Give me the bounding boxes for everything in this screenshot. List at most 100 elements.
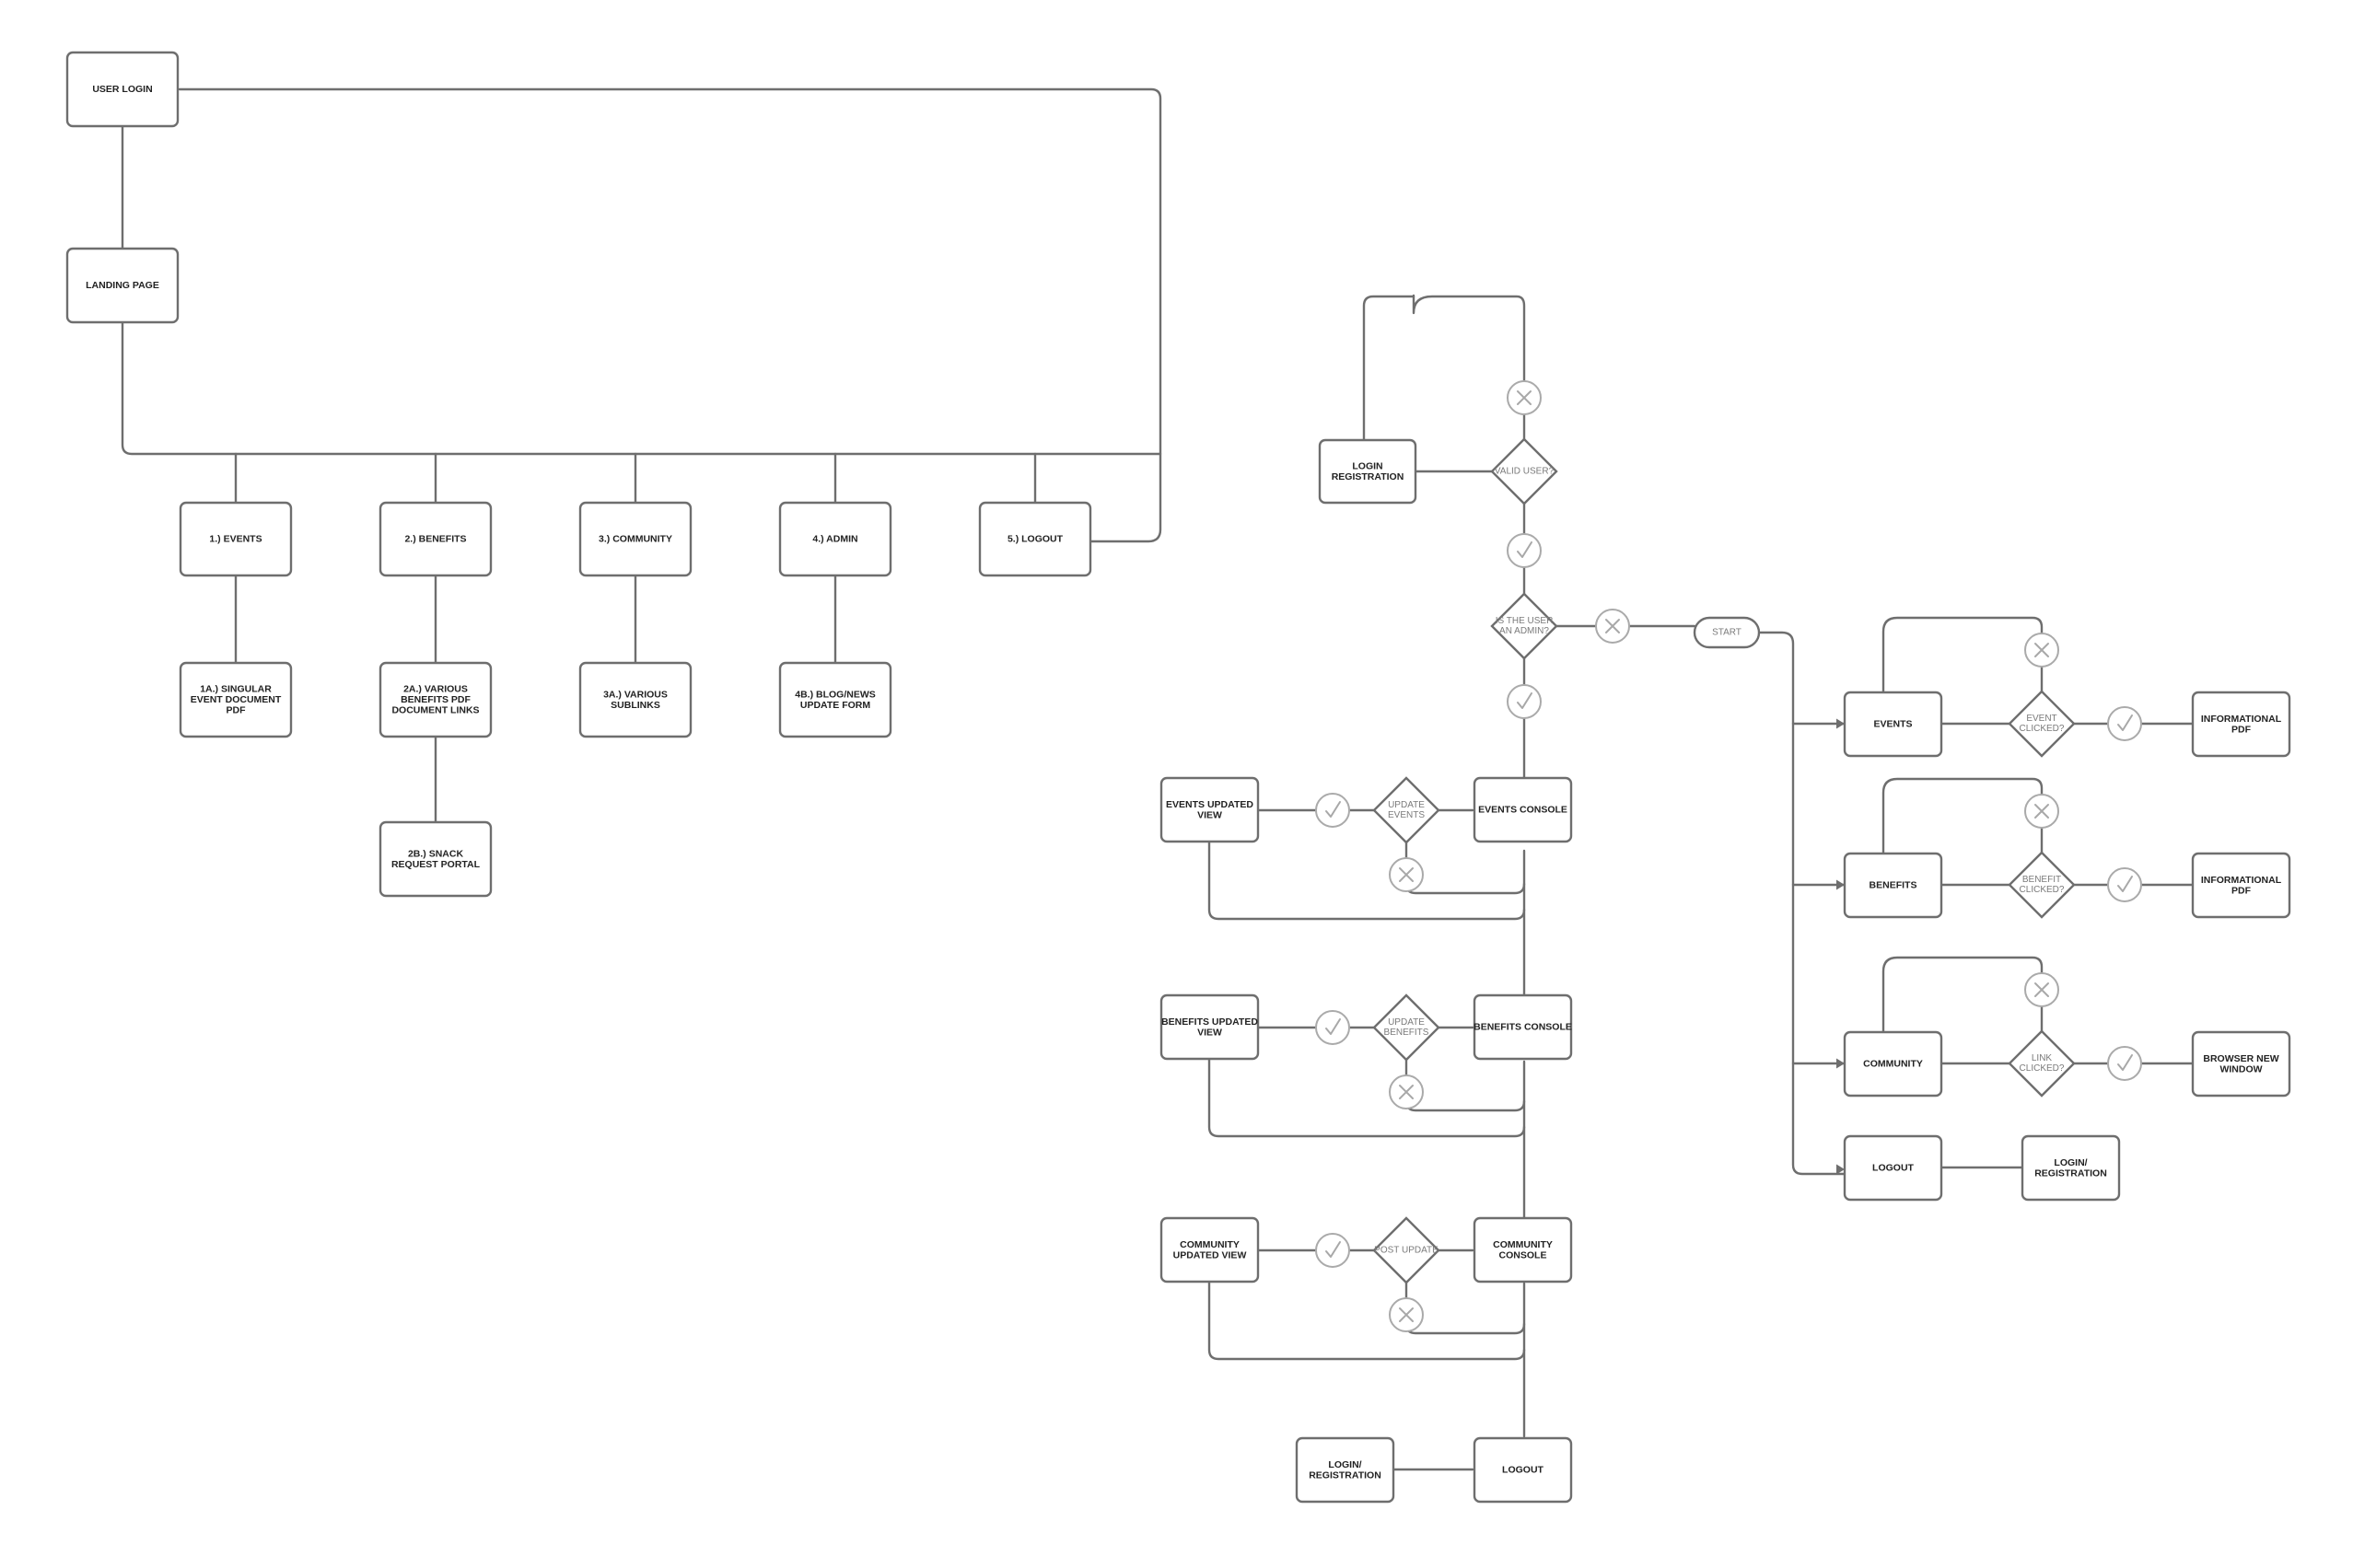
node-label: 1.) EVENTS bbox=[209, 534, 262, 545]
not-clicked-loop-line bbox=[1881, 616, 2044, 694]
node-label: IS THE USER bbox=[1496, 616, 1554, 626]
node-label: DOCUMENT LINKS bbox=[391, 705, 479, 716]
benefit-clicked-decision-shape bbox=[2008, 851, 2076, 919]
node-label: COMMUNITY bbox=[1863, 1059, 1923, 1070]
no-update-loop-line bbox=[1404, 1281, 1526, 1335]
start-terminal: START bbox=[1693, 616, 1761, 649]
node-label: VIEW bbox=[1197, 1027, 1222, 1038]
node-label: BROWSER NEW bbox=[2203, 1053, 2278, 1064]
node-label: CLICKED? bbox=[2020, 724, 2065, 734]
node-label: 3A.) VARIOUS bbox=[603, 689, 668, 700]
node-label: EVENTS bbox=[1873, 719, 1912, 730]
start-terminal-shape bbox=[1693, 616, 1761, 649]
branch-arrowhead bbox=[1836, 1164, 1845, 1175]
no-update-loop-line bbox=[1404, 1058, 1526, 1112]
node-label: LINK bbox=[2032, 1053, 2053, 1063]
node-label: LANDING PAGE bbox=[86, 280, 159, 291]
node-label: EVENTS CONSOLE bbox=[1478, 805, 1567, 816]
node-label: UPDATED VIEW bbox=[1173, 1249, 1247, 1260]
node-label: 2.) BENEFITS bbox=[404, 534, 466, 545]
node-label: BENEFITS UPDATED bbox=[1161, 1016, 1258, 1028]
events-pdf-box-shape bbox=[2191, 691, 2291, 758]
admin-login-registration-box-shape bbox=[1295, 1436, 1395, 1504]
admin-logout-box: LOGOUT bbox=[1473, 1436, 1573, 1504]
login-registration-box-shape bbox=[1318, 438, 1417, 505]
landing-page-box-shape bbox=[65, 247, 180, 324]
event-clicked-decision-shape bbox=[2008, 690, 2076, 758]
node-label: EVENTS bbox=[1388, 810, 1425, 820]
node-label: 1A.) SINGULAR bbox=[200, 684, 272, 695]
x-icon bbox=[1389, 857, 1424, 892]
valid-user-decision-shape bbox=[1490, 437, 1558, 505]
node-label: POST UPDATE bbox=[1374, 1246, 1439, 1256]
post-update-decision: POST UPDATE bbox=[1372, 1216, 1440, 1284]
benefits-sub-a-box-shape bbox=[379, 661, 493, 738]
x-icon bbox=[2024, 633, 2059, 668]
user-login-box-shape bbox=[65, 51, 180, 128]
node-label: REGISTRATION bbox=[1309, 1469, 1381, 1481]
node-label: PDF bbox=[227, 705, 247, 716]
node-label: BENEFITS PDF bbox=[401, 694, 471, 705]
benefits-box: 2.) BENEFITS bbox=[379, 501, 493, 577]
node-label: 2A.) VARIOUS bbox=[403, 684, 468, 695]
user-login-box: USER LOGIN bbox=[65, 51, 180, 128]
benefits-box-shape bbox=[379, 501, 493, 577]
node-label: START bbox=[1712, 628, 1741, 638]
post-update-decision-shape bbox=[1372, 1216, 1440, 1284]
is-admin-decision-shape bbox=[1490, 592, 1558, 660]
community-console-box-shape bbox=[1473, 1216, 1573, 1283]
node-label: UPDATE bbox=[1388, 800, 1425, 810]
x-icon bbox=[2024, 794, 2059, 829]
admin-login-registration-box: LOGIN/REGISTRATION bbox=[1295, 1436, 1395, 1504]
update-benefits-decision-shape bbox=[1372, 993, 1440, 1062]
user-events-box: EVENTS bbox=[1843, 691, 1943, 758]
x-icon bbox=[1507, 380, 1542, 415]
community-box-shape bbox=[578, 501, 693, 577]
node-label: 2B.) SNACK bbox=[408, 848, 464, 859]
x-icon bbox=[1389, 1297, 1424, 1332]
user-logout-box: LOGOUT bbox=[1843, 1134, 1943, 1202]
node-label: INFORMATIONAL bbox=[2201, 875, 2282, 886]
view-return-line bbox=[1207, 1281, 1526, 1361]
node-label: EVENT bbox=[2026, 714, 2056, 724]
branch-arrowhead bbox=[1836, 1058, 1845, 1069]
landing-page-box: LANDING PAGE bbox=[65, 247, 180, 324]
node-label: EVENTS UPDATED bbox=[1166, 799, 1253, 810]
node-label: CLICKED? bbox=[2020, 1063, 2065, 1074]
events-updated-view-box-shape bbox=[1159, 776, 1260, 843]
node-label: AN ADMIN? bbox=[1499, 626, 1549, 636]
node-label: UPDATE FORM bbox=[800, 700, 870, 711]
landing-bus-line bbox=[121, 320, 1162, 456]
node-label: USER LOGIN bbox=[92, 84, 152, 95]
x-icon bbox=[2024, 972, 2059, 1007]
community-sub-box-shape bbox=[578, 661, 693, 738]
events-console-box: EVENTS CONSOLE bbox=[1473, 776, 1573, 843]
check-icon bbox=[1315, 793, 1350, 828]
user-community-box-shape bbox=[1843, 1030, 1943, 1098]
logout-box: 5.) LOGOUT bbox=[978, 501, 1092, 577]
node-label: UPDATE bbox=[1388, 1017, 1425, 1028]
node-label: 3.) COMMUNITY bbox=[599, 534, 672, 545]
node-label: VIEW bbox=[1197, 809, 1222, 820]
node-label: LOGIN/ bbox=[2054, 1157, 2087, 1168]
logout-return-line bbox=[178, 87, 1162, 543]
invalid-loop-left-line bbox=[1362, 295, 1415, 442]
check-icon bbox=[2107, 1046, 2142, 1081]
community-box: 3.) COMMUNITY bbox=[578, 501, 693, 577]
benefits-console-box-shape bbox=[1473, 993, 1573, 1061]
user-benefits-box: BENEFITS bbox=[1843, 852, 1943, 919]
